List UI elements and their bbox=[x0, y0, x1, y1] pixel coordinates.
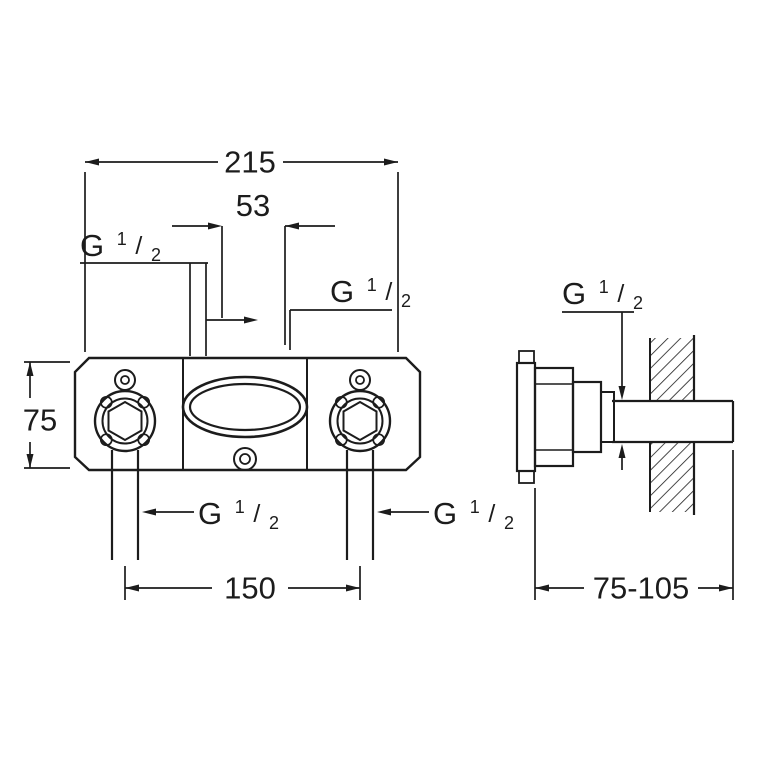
svg-text:G 1 /: G 1 / 2 bbox=[198, 485, 279, 533]
left-inlet-fitting bbox=[93, 369, 157, 453]
dim-inlet-spacing: 150 bbox=[124, 566, 361, 606]
svg-text:G 1 /: G 1 / 2 bbox=[80, 217, 161, 265]
dim-overall-width: 215 bbox=[84, 145, 399, 352]
svg-text:G 1 /: G 1 / 2 bbox=[433, 485, 514, 533]
dim-center-offset-label: 53 bbox=[236, 188, 270, 223]
body-outline bbox=[73, 356, 422, 472]
thread-label-top-left: G 1 / 2 bbox=[80, 217, 208, 356]
arrow-left-icon bbox=[85, 158, 99, 166]
arrow-right-icon bbox=[719, 584, 733, 592]
arrow-up-icon bbox=[618, 444, 626, 458]
svg-text:G 1 /: G 1 / 2 bbox=[330, 263, 411, 311]
thread-label-mid-right: G 1 / 2 bbox=[289, 263, 411, 350]
dim-center-offset: 53 bbox=[172, 188, 335, 345]
arrow-left-icon bbox=[377, 508, 391, 516]
body-side bbox=[515, 350, 615, 484]
thread-label-bottom-left: G 1 / 2 bbox=[142, 485, 279, 533]
arrow-right-icon bbox=[244, 316, 258, 324]
arrow-left-icon bbox=[125, 584, 139, 592]
center-cartridge-ellipse bbox=[181, 375, 309, 471]
right-inlet-fitting bbox=[328, 369, 392, 453]
arrow-left-icon bbox=[142, 508, 156, 516]
outlet-pipe bbox=[612, 399, 735, 444]
svg-text:G 1 /: G 1 / 2 bbox=[562, 265, 643, 313]
arrow-down-icon bbox=[26, 454, 34, 468]
wall-hatch-upper bbox=[650, 338, 694, 400]
arrow-right-icon bbox=[346, 584, 360, 592]
center-leader-arrow bbox=[206, 316, 258, 324]
dim-overall-width-label: 215 bbox=[224, 145, 276, 180]
left-supply-pipe bbox=[110, 450, 140, 560]
arrow-left-icon bbox=[285, 222, 299, 230]
arrow-left-icon bbox=[535, 584, 549, 592]
arrow-right-icon bbox=[384, 158, 398, 166]
wall-hatch-lower bbox=[650, 443, 694, 512]
arrow-up-icon bbox=[26, 362, 34, 376]
arrow-right-icon bbox=[208, 222, 222, 230]
side-view: G 1 / 2 75-105 bbox=[515, 265, 735, 606]
dim-body-height-label: 75 bbox=[23, 403, 57, 438]
thread-label-side: G 1 / 2 bbox=[562, 265, 643, 470]
right-supply-pipe bbox=[345, 450, 375, 560]
dim-install-depth: 75-105 bbox=[534, 450, 734, 606]
dim-install-depth-label: 75-105 bbox=[593, 571, 690, 606]
arrow-down-icon bbox=[618, 386, 626, 400]
thread-label-bottom-right: G 1 / 2 bbox=[377, 485, 514, 533]
dim-inlet-spacing-label: 150 bbox=[224, 571, 276, 606]
dim-body-height: 75 bbox=[23, 361, 70, 469]
front-view: 215 53 75 bbox=[23, 145, 514, 606]
wall-section bbox=[649, 335, 696, 515]
